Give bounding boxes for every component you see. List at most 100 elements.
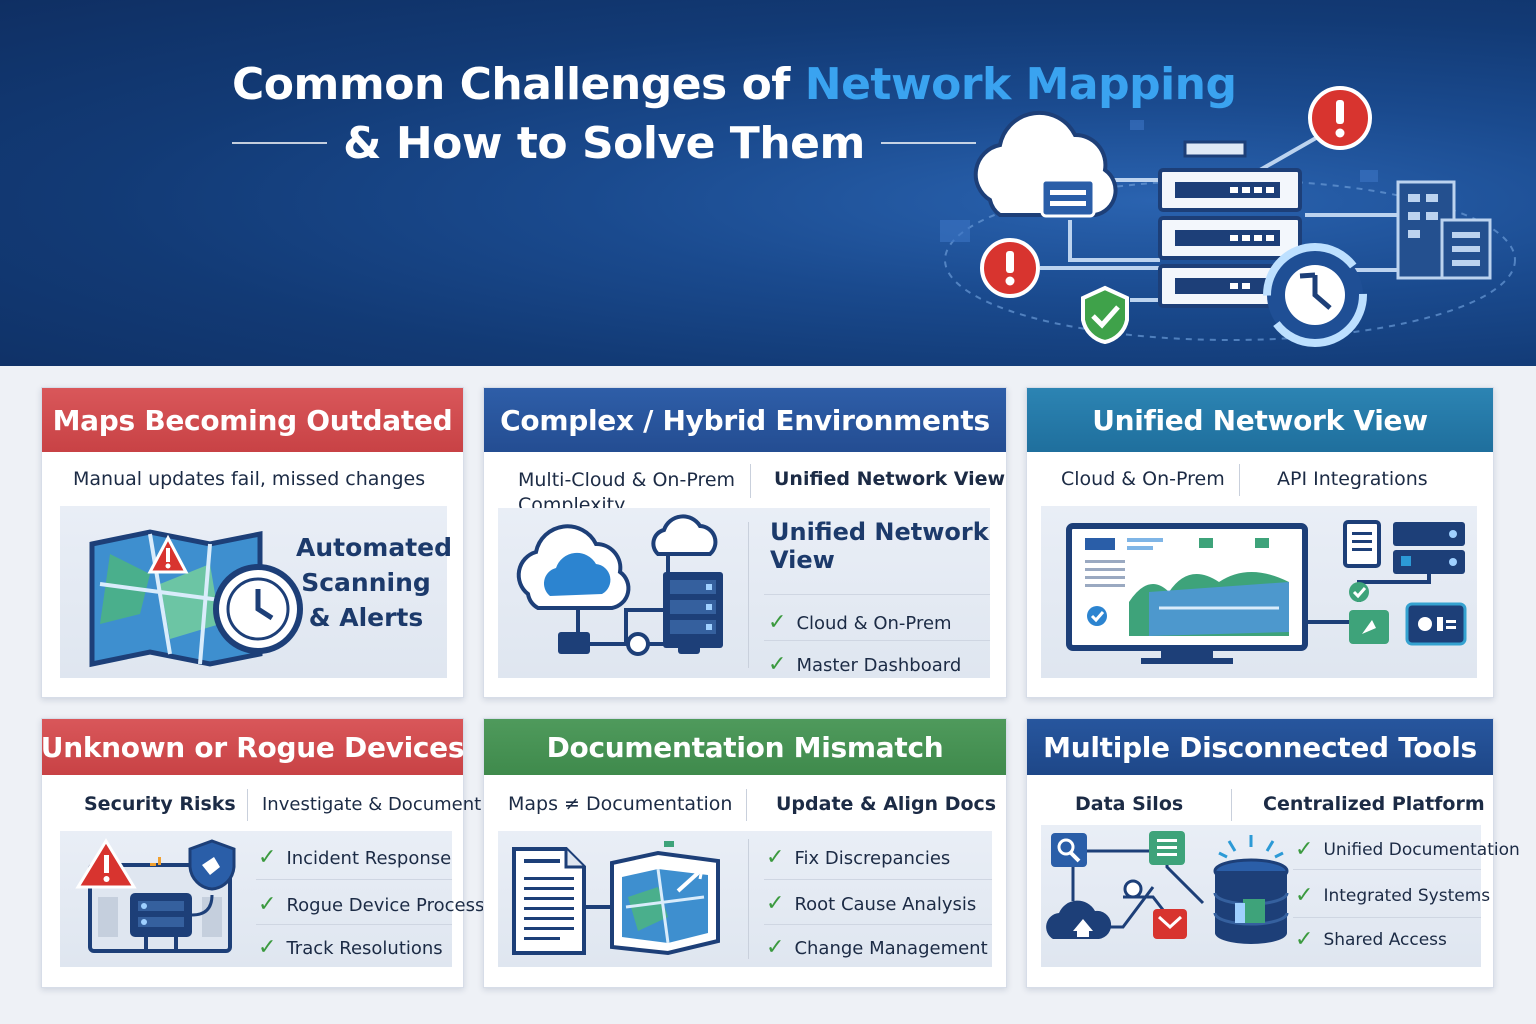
hero-banner: Common Challenges of Network Mapping & H…	[0, 0, 1536, 366]
card-subtitle-left: Maps ≠ Documentation	[508, 793, 733, 815]
map-icon	[610, 841, 720, 956]
check-label: Root Cause Analysis	[794, 893, 977, 915]
check-item: ✓ Root Cause Analysis	[766, 893, 976, 915]
check-icon: ✓	[258, 892, 277, 917]
card-unified-view: Unified Network View Cloud & On-Prem API…	[1026, 387, 1494, 698]
divider	[1231, 789, 1232, 821]
device-icon	[130, 893, 214, 949]
card-subtitle-right: Update & Align Docs	[776, 793, 997, 815]
map-icon	[89, 529, 303, 668]
check-item: ✓ Track Resolutions	[258, 937, 443, 959]
network-illustration	[940, 86, 1516, 347]
divider-left	[232, 142, 328, 144]
card-title: Multiple Disconnected Tools	[1027, 719, 1493, 775]
hero-title-highlight: Network Mapping	[804, 59, 1237, 110]
check-item: ✓ Rogue Device Process	[258, 894, 484, 916]
dashboard-illustration	[1066, 520, 1467, 664]
divider	[1293, 869, 1481, 870]
check-label: Integrated Systems	[1323, 886, 1491, 906]
check-label: Rogue Device Process	[286, 894, 485, 916]
check-icon: ✓	[258, 935, 277, 960]
cloud-icon	[973, 110, 1118, 218]
check-label: Change Management	[794, 937, 988, 959]
check-icon: ✓	[258, 845, 277, 870]
search-icon	[1051, 833, 1087, 867]
subtitle-line: Multi-Cloud & On-Prem	[518, 469, 736, 491]
check-item: ✓ Change Management	[766, 937, 988, 959]
check-icon: ✓	[1295, 837, 1314, 862]
divider	[764, 924, 992, 925]
card-subtitle-left: Data Silos	[1075, 793, 1184, 815]
card-disconnected-tools: Multiple Disconnected Tools Data Silos C…	[1026, 718, 1520, 988]
cloud-icon	[651, 514, 718, 556]
card-hybrid-environments: Complex / Hybrid Environments Multi-Clou…	[483, 387, 1007, 698]
card-documentation-mismatch: Documentation Mismatch Maps ≠ Documentat…	[483, 718, 1007, 988]
check-label: Cloud & On-Prem	[796, 612, 952, 634]
sync-clock-icon	[1263, 243, 1367, 347]
divider	[1239, 464, 1240, 496]
mail-icon	[1153, 909, 1187, 939]
solution-line: Scanning	[301, 568, 431, 597]
hero-title: Common Challenges of Network Mapping	[232, 58, 1237, 112]
panel-title-line: View	[770, 546, 835, 574]
cloud-icon	[516, 524, 631, 610]
check-label: Shared Access	[1323, 930, 1447, 950]
hero-title-text: Common Challenges of	[232, 59, 805, 110]
check-label: Incident Response	[286, 847, 452, 869]
check-item: ✓ Cloud & On-Prem	[768, 612, 952, 634]
check-icon: ✓	[766, 845, 785, 870]
clock-icon	[213, 564, 303, 654]
card-title: Complex / Hybrid Environments	[484, 388, 1006, 452]
check-icon: ✓	[766, 935, 785, 960]
solution-line: & Alerts	[308, 603, 424, 632]
divider	[750, 464, 751, 498]
card-rogue-devices: Unknown or Rogue Devices Security Risks …	[41, 718, 484, 988]
card-subtitle-right: API Integrations	[1277, 468, 1428, 490]
data-silos-illustration	[1046, 831, 1289, 944]
check-badge-icon	[1081, 285, 1129, 345]
database-icon	[1213, 858, 1289, 944]
card-maps-outdated: Maps Becoming Outdated Manual updates fa…	[41, 387, 464, 698]
check-label: Master Dashboard	[796, 654, 962, 676]
divider	[764, 640, 990, 641]
illustration-panel: ✓ Incident Response ✓ Rogue Device Process…	[60, 831, 484, 967]
card-subtitle-right: Investigate & Document	[262, 794, 482, 815]
monitor-icon	[1066, 523, 1308, 664]
check-icon: ✓	[768, 652, 787, 677]
check-item: ✓Shared Access	[1295, 929, 1447, 951]
check-label: Unified Documentation	[1323, 840, 1520, 860]
card-title: Maps Becoming Outdated	[42, 388, 463, 452]
building-icon	[1396, 180, 1492, 280]
rogue-device-illustration	[75, 838, 236, 953]
divider	[256, 924, 452, 925]
divider	[247, 789, 248, 821]
check-item: ✓Fix Discrepancies	[766, 847, 950, 869]
check-item: ✓ Incident Response	[258, 847, 451, 869]
illustration-panel: ✓ Unified Documentation ✓Integrated Syste…	[1041, 825, 1520, 967]
panel-title: Unified Network View	[770, 518, 989, 574]
docs-vs-map-illustration	[512, 841, 720, 956]
divider	[748, 839, 749, 959]
divider	[256, 879, 452, 880]
divider-right	[880, 142, 977, 144]
check-item: ✓ Master Dashboard	[768, 654, 961, 676]
hero-subtitle-text: & How to Solve Them	[343, 117, 865, 169]
card-title: Unified Network View	[1027, 388, 1493, 452]
card-title: Unknown or Rogue Devices	[41, 719, 465, 775]
divider	[1293, 917, 1481, 918]
check-item: ✓Integrated Systems	[1295, 885, 1490, 907]
server-icon	[663, 572, 723, 648]
server-icon	[1158, 140, 1302, 308]
list-icon	[1149, 831, 1185, 865]
alert-icon	[1308, 86, 1372, 150]
check-icon: ✓	[766, 891, 785, 916]
check-icon: ✓	[768, 610, 787, 635]
card-subtitle-left: Cloud & On-Prem	[1061, 468, 1225, 490]
solution-line: Automated	[296, 533, 452, 562]
check-label: Track Resolutions	[286, 937, 443, 959]
card-subtitle-left: Security Risks	[84, 793, 236, 815]
check-item: ✓ Unified Documentation	[1295, 839, 1520, 861]
card-title: Documentation Mismatch	[484, 719, 1006, 775]
solution-text: Automated Scanning & Alerts	[296, 530, 452, 635]
divider	[764, 879, 992, 880]
